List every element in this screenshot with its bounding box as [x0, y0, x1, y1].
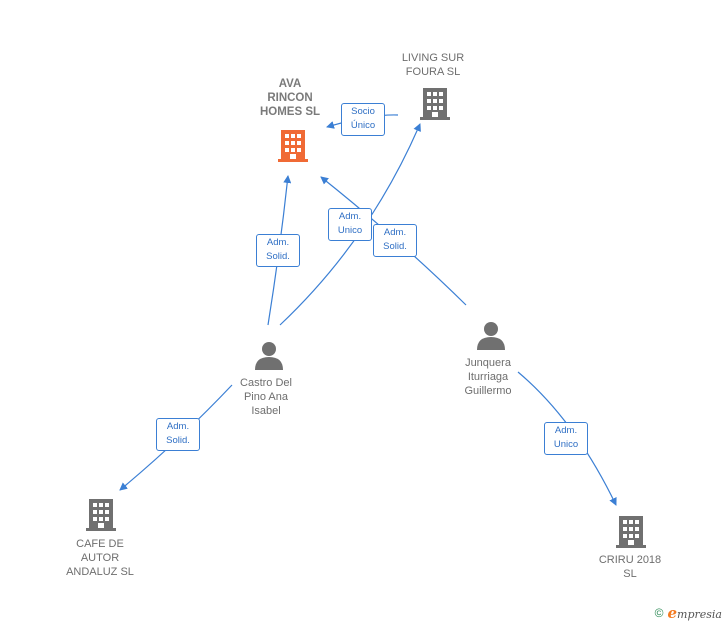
- person-icon[interactable]: [254, 340, 284, 370]
- empresia-logo[interactable]: empresia: [667, 604, 722, 622]
- copyright-icon: ©: [654, 606, 664, 620]
- edge-label-adm-solid[interactable]: Adm. Solid.: [373, 224, 417, 257]
- edge-label-adm-unico[interactable]: Adm. Unico: [328, 208, 372, 241]
- building-icon[interactable]: [420, 86, 450, 120]
- person-icon[interactable]: [476, 320, 506, 350]
- edge-label-adm-solid[interactable]: Adm. Solid.: [256, 234, 300, 267]
- edge-label-socio-unico[interactable]: Socio Único: [341, 103, 385, 136]
- node-label-cafe[interactable]: CAFE DE AUTOR ANDALUZ SL: [66, 538, 134, 578]
- edge-label-adm-unico[interactable]: Adm. Unico: [544, 422, 588, 455]
- building-icon[interactable]: [616, 514, 646, 548]
- node-label-criru[interactable]: CRIRU 2018 SL: [598, 554, 662, 580]
- node-label-ava[interactable]: AVA RINCON HOMES SL: [259, 78, 321, 118]
- copyright-notice: © empresia: [655, 604, 722, 622]
- node-label-living[interactable]: LIVING SUR FOURA SL: [401, 52, 465, 78]
- building-icon[interactable]: [278, 128, 308, 162]
- node-label-junquera[interactable]: Junquera Iturriaga Guillermo: [464, 357, 512, 397]
- edge-label-adm-solid[interactable]: Adm. Solid.: [156, 418, 200, 451]
- building-icon[interactable]: [86, 497, 116, 531]
- node-label-castro[interactable]: Castro Del Pino Ana Isabel: [240, 377, 292, 417]
